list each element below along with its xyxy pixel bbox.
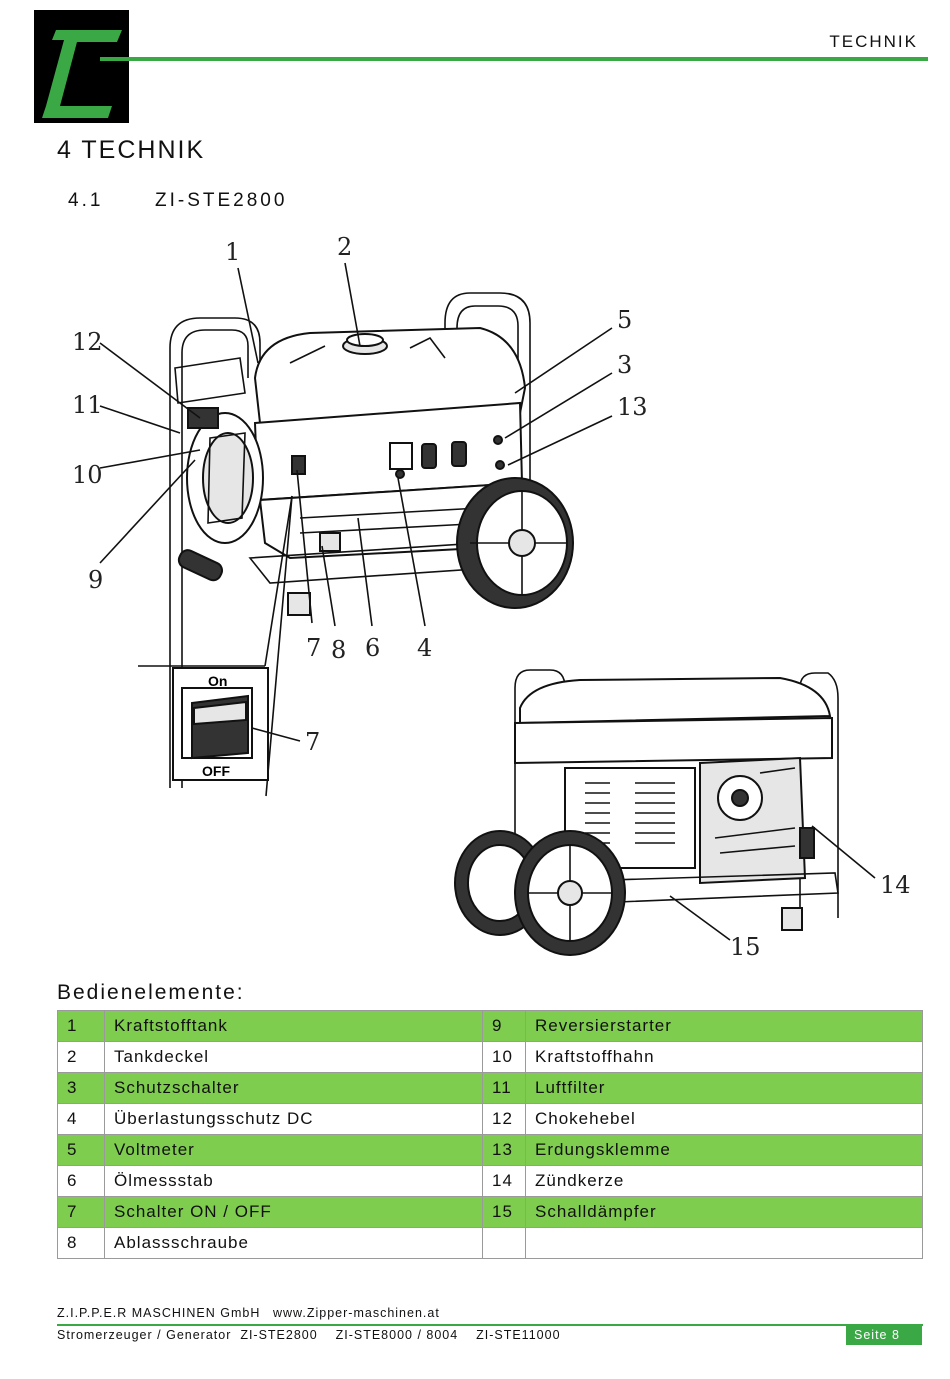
cell-label: Schutzschalter — [104, 1072, 483, 1104]
switch-off-label: OFF — [202, 763, 230, 779]
cell-label: Kraftstofftank — [104, 1010, 483, 1042]
cell-number: 13 — [482, 1134, 526, 1166]
table-row: 2 Tankdeckel 10 Kraftstoffhahn — [57, 1041, 923, 1073]
table-row: 7 Schalter ON / OFF 15 Schalldämpfer — [57, 1196, 923, 1228]
callout-4: 4 — [417, 634, 432, 662]
header-rule — [100, 57, 928, 61]
generator-diagram: 1 2 5 3 13 12 11 10 9 7 8 6 4 On OFF 7 — [72, 233, 911, 961]
generator-front-drawing — [169, 292, 574, 788]
cell-number: 1 — [57, 1010, 105, 1042]
cell-label: Voltmeter — [104, 1134, 483, 1166]
cell-number: 15 — [482, 1196, 526, 1228]
cell-number: 10 — [482, 1041, 526, 1073]
cell-label: Schalldämpfer — [525, 1196, 923, 1228]
zipper-logo — [34, 10, 129, 123]
callout-12: 12 — [72, 328, 103, 356]
callout-switch-7: 7 — [305, 728, 320, 756]
cell-number: 14 — [482, 1165, 526, 1197]
cell-number: 3 — [57, 1072, 105, 1104]
footer-product: Stromerzeuger / Generator ZI-STE2800 ZI-… — [57, 1328, 561, 1342]
cell-number: 12 — [482, 1103, 526, 1135]
subsection-title: ZI-STE2800 — [155, 190, 288, 211]
controls-table: 1 Kraftstofftank 9 Reversierstarter 2 Ta… — [57, 1010, 923, 1259]
callout-2: 2 — [337, 233, 352, 261]
generator-rear-drawing — [454, 669, 839, 956]
callout-5: 5 — [617, 306, 632, 334]
cell-number: 8 — [57, 1227, 105, 1259]
cell-label — [525, 1227, 923, 1259]
cell-label: Kraftstoffhahn — [525, 1041, 923, 1073]
callout-3: 3 — [617, 351, 632, 379]
section-title: 4 TECHNIK — [57, 136, 206, 164]
cell-label: Überlastungsschutz DC — [104, 1103, 483, 1135]
table-row: 8 Ablassschraube — [57, 1227, 923, 1259]
callout-10: 10 — [72, 461, 103, 489]
cell-number: 9 — [482, 1010, 526, 1042]
cell-label: Zündkerze — [525, 1165, 923, 1197]
subsection-number: 4.1 — [68, 190, 104, 211]
cell-number: 11 — [482, 1072, 526, 1104]
callout-7: 7 — [306, 634, 321, 662]
callout-leaders-upper — [99, 262, 613, 797]
switch-detail-inset — [172, 667, 301, 781]
callout-15: 15 — [730, 933, 761, 961]
cell-label: Reversierstarter — [525, 1010, 923, 1042]
table-row: 4 Überlastungsschutz DC 12 Chokehebel — [57, 1103, 923, 1135]
callout-6: 6 — [365, 634, 380, 662]
cell-number: 4 — [57, 1103, 105, 1135]
callout-8: 8 — [331, 636, 346, 664]
callout-9: 9 — [88, 566, 103, 594]
footer-company: Z.I.P.P.E.R MASCHINEN GmbH — [57, 1306, 261, 1320]
cell-label: Schalter ON / OFF — [104, 1196, 483, 1228]
table-row: 5 Voltmeter 13 Erdungsklemme — [57, 1134, 923, 1166]
cell-label: Ölmessstab — [104, 1165, 483, 1197]
controls-heading: Bedienelemente: — [57, 981, 245, 1004]
footer-website: www.Zipper-maschinen.at — [273, 1306, 440, 1320]
callout-11: 11 — [72, 391, 103, 419]
cell-label: Tankdeckel — [104, 1041, 483, 1073]
header-label: TECHNIK — [829, 32, 918, 51]
cell-number — [482, 1227, 526, 1259]
cell-label: Ablassschraube — [104, 1227, 483, 1259]
cell-label: Chokehebel — [525, 1103, 923, 1135]
switch-on-label: On — [208, 673, 227, 689]
cell-label: Luftfilter — [525, 1072, 923, 1104]
cell-number: 5 — [57, 1134, 105, 1166]
callout-14: 14 — [880, 871, 911, 899]
table-row: 1 Kraftstofftank 9 Reversierstarter — [57, 1010, 923, 1042]
cell-number: 7 — [57, 1196, 105, 1228]
cell-number: 2 — [57, 1041, 105, 1073]
callout-13: 13 — [617, 393, 648, 421]
footer-rule — [57, 1324, 923, 1326]
callout-1: 1 — [225, 238, 240, 266]
cell-number: 6 — [57, 1165, 105, 1197]
page-number-badge: Seite 8 — [846, 1325, 922, 1345]
cell-label: Erdungsklemme — [525, 1134, 923, 1166]
table-row: 3 Schutzschalter 11 Luftfilter — [57, 1072, 923, 1104]
table-row: 6 Ölmessstab 14 Zündkerze — [57, 1165, 923, 1197]
